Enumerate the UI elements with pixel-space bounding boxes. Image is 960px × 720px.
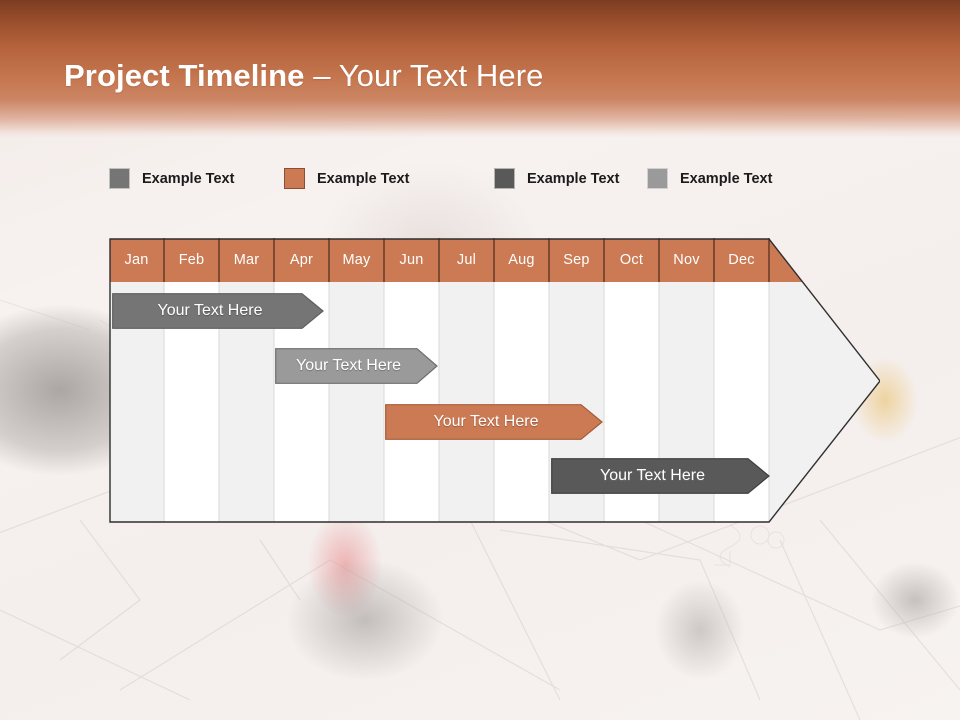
gantt-month-header: Jan Feb Mar Apr May Jun Jul Aug Sep Oct …: [109, 238, 769, 282]
month-cell-apr: Apr: [289, 252, 314, 268]
task-bar-1-label: Your Text Here: [157, 302, 263, 319]
month-cell-jun: Jun: [399, 252, 424, 268]
legend-swatch-icon: [494, 168, 515, 189]
legend-item-label: Example Text: [142, 170, 235, 187]
legend-swatch-icon: [284, 168, 305, 189]
task-bar-3-label: Your Text Here: [433, 413, 539, 430]
legend-item-label: Example Text: [317, 170, 410, 187]
month-cell-aug: Aug: [508, 252, 535, 268]
gantt-chart: Jan Feb Mar Apr May Jun Jul Aug Sep Oct …: [109, 238, 880, 523]
page-title: Project Timeline – Your Text Here: [64, 58, 543, 94]
task-bar-1-shape: [112, 293, 324, 329]
page-title-light: – Your Text Here: [304, 58, 544, 93]
gantt-header-separators: [163, 238, 770, 282]
legend-swatch-icon: [109, 168, 130, 189]
legend-swatch-icon: [647, 168, 668, 189]
title-banner: [0, 0, 960, 138]
month-cell-oct: Oct: [619, 252, 644, 268]
gantt-task-bars: Your Text Here Your Text Here Your Text …: [109, 238, 880, 523]
legend-item-4[interactable]: Example Text: [647, 168, 772, 189]
month-cell-sep: Sep: [563, 252, 590, 268]
task-bar-3[interactable]: Your Text Here: [385, 404, 603, 440]
legend: Example Text Example Text Example Text E…: [109, 168, 809, 194]
page-title-strong: Project Timeline: [64, 58, 305, 93]
month-cell-jan: Jan: [124, 252, 149, 268]
month-cell-jul: Jul: [456, 252, 477, 268]
task-bar-4-shape: [551, 458, 770, 494]
legend-item-label: Example Text: [680, 170, 773, 187]
task-bar-3-shape: [385, 404, 603, 440]
task-bar-2-shape: [275, 348, 438, 384]
month-cell-dec: Dec: [728, 252, 755, 268]
task-bar-2[interactable]: Your Text Here: [275, 348, 438, 384]
month-cell-nov: Nov: [673, 252, 700, 268]
legend-item-3[interactable]: Example Text: [494, 168, 619, 189]
task-bar-4[interactable]: Your Text Here: [551, 458, 770, 494]
gantt-arrow-shape: [109, 238, 880, 523]
legend-item-1[interactable]: Example Text: [109, 168, 234, 189]
legend-item-2[interactable]: Example Text: [284, 168, 409, 189]
task-bar-2-label: Your Text Here: [296, 357, 401, 374]
task-bar-1[interactable]: Your Text Here: [112, 293, 324, 329]
task-bar-4-label: Your Text Here: [600, 467, 705, 484]
month-cell-feb: Feb: [178, 252, 205, 268]
month-cell-may: May: [342, 252, 371, 268]
legend-item-label: Example Text: [527, 170, 620, 187]
month-cell-mar: Mar: [233, 252, 260, 268]
